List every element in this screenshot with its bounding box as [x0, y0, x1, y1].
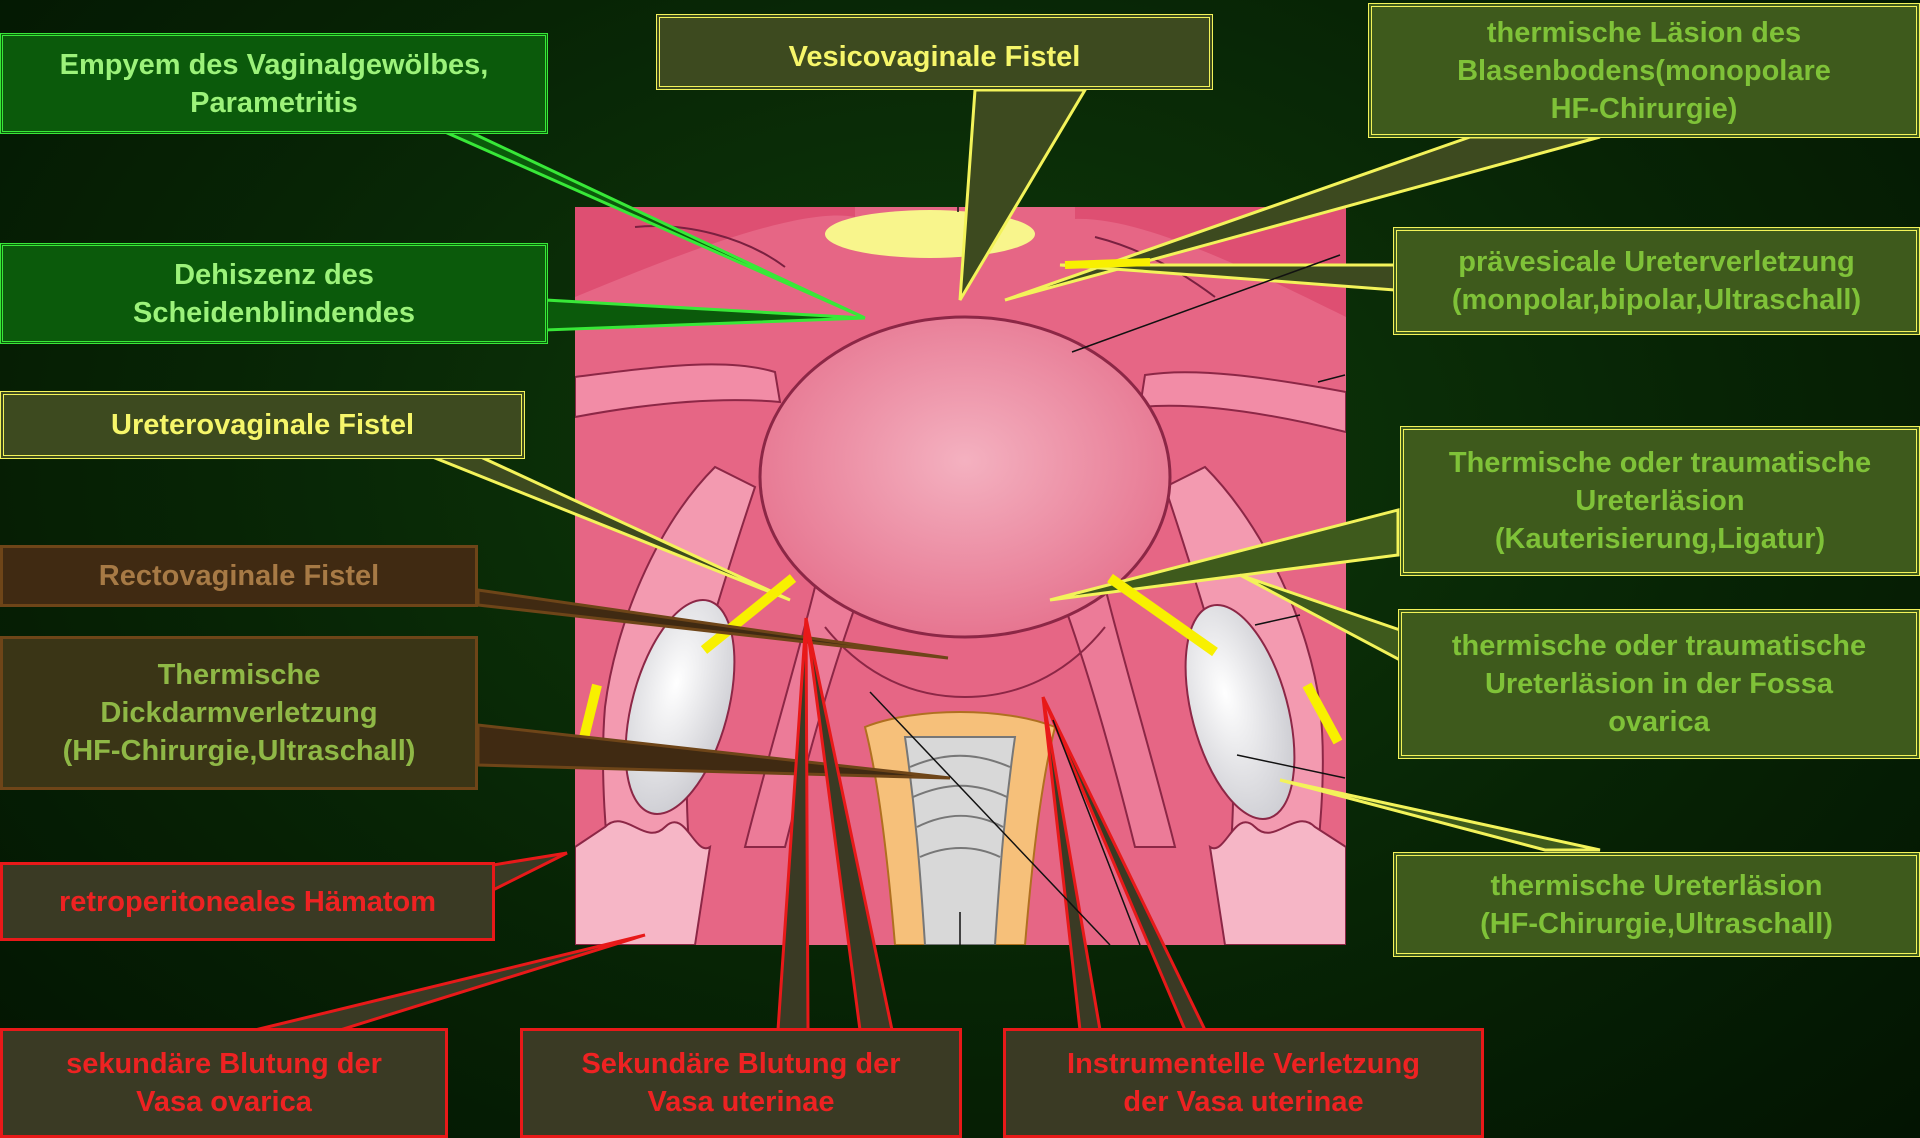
label-dickdarm-line3: (HF-Chirurgie,Ultraschall) — [63, 732, 416, 770]
label-vesico-line1: Vesicovaginale Fistel — [789, 38, 1081, 76]
label-thermische-ureterlaesion: Thermische oder traumatische Ureterläsio… — [1400, 426, 1920, 576]
label-thermische-ureterlaesion-hf: thermische Ureterläsion (HF-Chirurgie,Ul… — [1393, 852, 1920, 957]
label-ureterlaesion-line2: Ureterläsion — [1575, 482, 1744, 520]
label-fossa-line1: thermische oder traumatische — [1452, 627, 1866, 665]
label-hf-line2: (HF-Chirurgie,Ultraschall) — [1480, 905, 1833, 943]
label-blase-line2: Blasenbodens(monopolare — [1457, 52, 1831, 90]
label-recto-line1: Rectovaginale Fistel — [99, 557, 379, 595]
label-empyem: Empyem des Vaginalgewölbes, Parametritis — [0, 33, 548, 134]
label-retroperitoneales-haematom: retroperitoneales Hämatom — [0, 862, 495, 941]
label-dickdarmverletzung: Thermische Dickdarmverletzung (HF-Chirur… — [0, 636, 478, 790]
pointer-ovarica — [255, 935, 645, 1030]
label-thermische-laesion-blasenboden: thermische Läsion des Blasenbodens(monop… — [1368, 3, 1920, 138]
pelvic-anatomy-illustration — [575, 207, 1346, 945]
label-ureterlaesion-line3: (Kauterisierung,Ligatur) — [1495, 520, 1825, 558]
label-empyem-line1: Empyem des Vaginalgewölbes, — [60, 46, 489, 84]
label-dehiszenz-line1: Dehiszenz des — [174, 256, 374, 294]
label-blutung-vasa-uterinae: Sekundäre Blutung der Vasa uterinae — [520, 1028, 962, 1138]
label-uterinae-line1: Sekundäre Blutung der — [581, 1045, 900, 1083]
label-dickdarm-line1: Thermische — [158, 656, 321, 694]
label-empyem-line2: Parametritis — [190, 84, 358, 122]
label-uretero-line1: Ureterovaginale Fistel — [111, 406, 414, 444]
label-praevesical-line2: (monpolar,bipolar,Ultraschall) — [1452, 281, 1861, 319]
label-ureterlaesion-fossa-ovarica: thermische oder traumatische Ureterläsio… — [1398, 609, 1920, 759]
label-blase-line1: thermische Läsion des — [1487, 14, 1801, 52]
label-fossa-line2: Ureterläsion in der Fossa — [1485, 665, 1833, 703]
label-dehiszenz-line2: Scheidenblindendes — [133, 294, 415, 332]
label-ureterovaginale-fistel: Ureterovaginale Fistel — [0, 391, 525, 459]
label-fossa-line3: ovarica — [1608, 703, 1710, 741]
label-praevesical-line1: prävesicale Ureterverletzung — [1458, 243, 1855, 281]
label-uterinae-line2: Vasa uterinae — [648, 1083, 835, 1121]
label-instrumentelle-verletzung: Instrumentelle Verletzung der Vasa uteri… — [1003, 1028, 1484, 1138]
label-praevesicale-ureterverletzung: prävesicale Ureterverletzung (monpolar,b… — [1393, 227, 1920, 335]
label-dickdarm-line2: Dickdarmverletzung — [100, 694, 377, 732]
label-ovarica-line2: Vasa ovarica — [136, 1083, 312, 1121]
label-vesicovaginale-fistel: Vesicovaginale Fistel — [656, 14, 1213, 90]
label-hf-line1: thermische Ureterläsion — [1490, 867, 1822, 905]
pointer-retro — [493, 853, 567, 890]
label-ureterlaesion-line1: Thermische oder traumatische — [1449, 444, 1871, 482]
label-rectovaginale-fistel: Rectovaginale Fistel — [0, 545, 478, 607]
label-instrument-line1: Instrumentelle Verletzung — [1067, 1045, 1420, 1083]
label-dehiszenz: Dehiszenz des Scheidenblindendes — [0, 243, 548, 344]
label-blutung-vasa-ovarica: sekundäre Blutung der Vasa ovarica — [0, 1028, 448, 1138]
label-ovarica-line1: sekundäre Blutung der — [66, 1045, 382, 1083]
label-retro-line1: retroperitoneales Hämatom — [59, 883, 436, 921]
label-instrument-line2: der Vasa uterinae — [1123, 1083, 1363, 1121]
label-blase-line3: HF-Chirurgie) — [1551, 90, 1738, 128]
